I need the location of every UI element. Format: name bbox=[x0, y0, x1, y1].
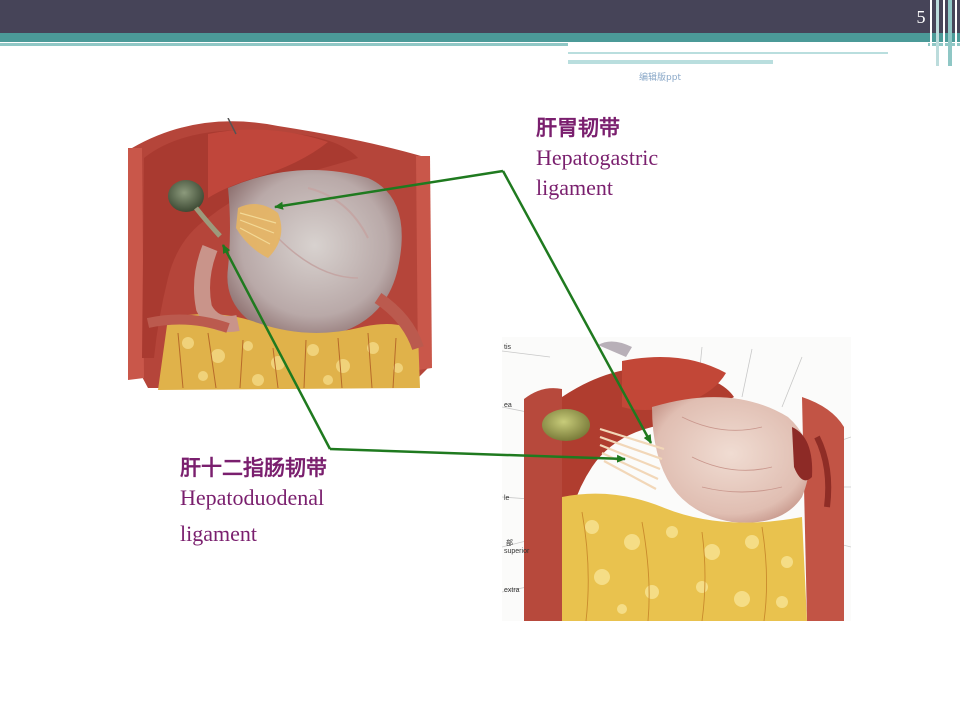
watermark: 编辑版ppt bbox=[639, 73, 681, 83]
figure-label: superior bbox=[504, 548, 530, 555]
figure-label: tis bbox=[504, 344, 512, 351]
header-line bbox=[568, 52, 888, 54]
hepatoduodenal-english-line2: ligament bbox=[180, 521, 257, 547]
page-number: 5 bbox=[916, 7, 926, 27]
hepatogastric-english-line2: ligament bbox=[536, 175, 613, 201]
header-stripe bbox=[943, 0, 945, 66]
hepatoduodenal-label: 肝十二指肠韧带 Hepatoduodenal ligament bbox=[180, 454, 327, 550]
header-stripe bbox=[936, 0, 939, 66]
figure-label: le bbox=[504, 495, 510, 502]
hepatogastric-english-line1: Hepatogastric bbox=[536, 144, 659, 170]
figure-label: ea bbox=[504, 402, 512, 409]
header-right-block bbox=[568, 43, 928, 65]
hepatoduodenal-chinese: 肝十二指肠韧带 bbox=[180, 456, 327, 480]
anatomy-figure-stomach-lower: tis ea le 部 superior extra bbox=[502, 337, 851, 621]
anatomy-figure-stomach-upper bbox=[128, 118, 432, 402]
figure-label: 部 bbox=[506, 538, 513, 547]
header-line bbox=[775, 60, 935, 62]
header-stripe bbox=[955, 0, 957, 66]
header-stripe bbox=[930, 0, 932, 66]
header-line bbox=[568, 60, 773, 64]
title-bar bbox=[0, 0, 960, 33]
header-stripe bbox=[948, 0, 952, 66]
teal-thin-band bbox=[0, 43, 960, 46]
teal-band bbox=[0, 33, 960, 42]
hepatoduodenal-english-line1: Hepatoduodenal bbox=[180, 484, 325, 510]
figure-label: extra bbox=[504, 587, 520, 594]
hepatogastric-chinese: 肝胃韧带 bbox=[536, 116, 620, 140]
hepatogastric-label: 肝胃韧带 Hepatogastric ligament bbox=[536, 114, 658, 204]
